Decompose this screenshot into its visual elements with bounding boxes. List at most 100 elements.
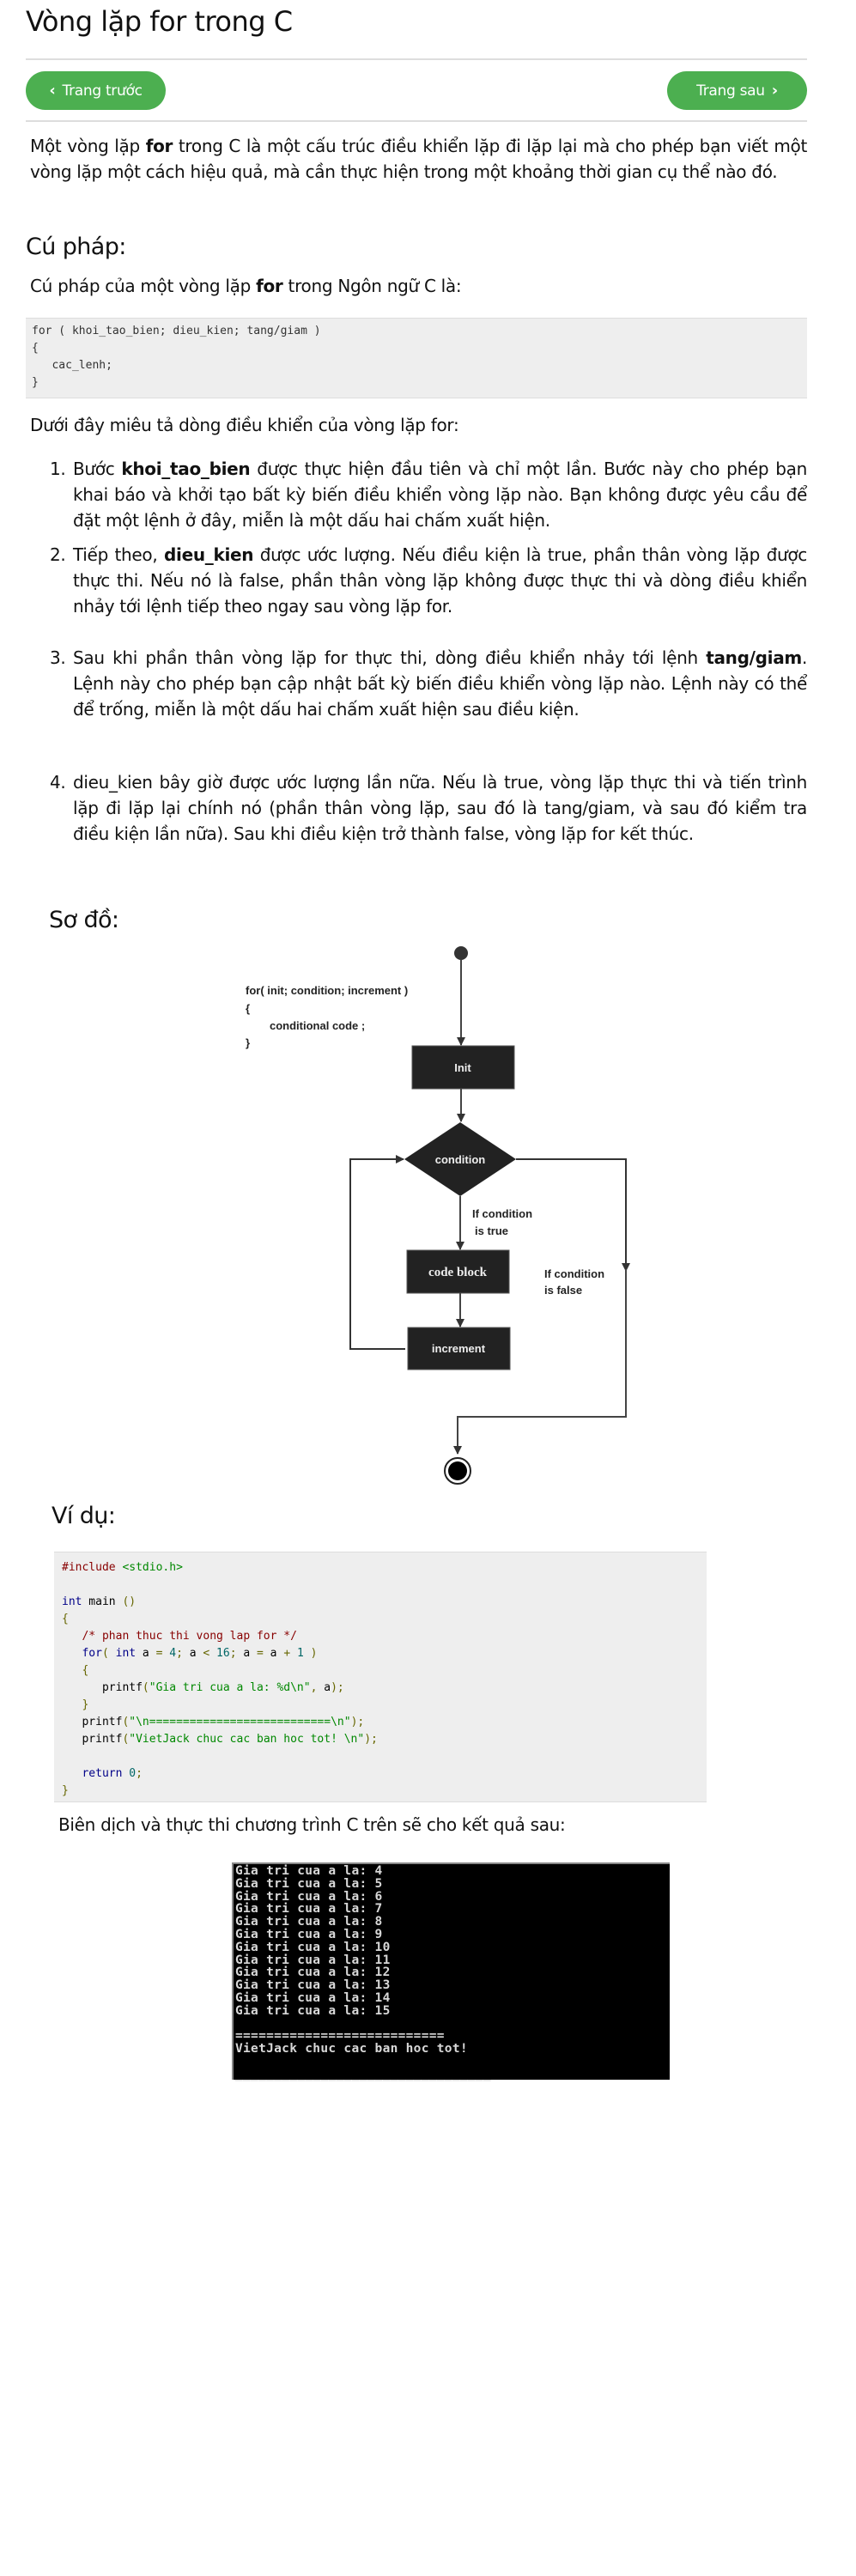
list-text: Sau khi phần thân vòng lặp for thực thi,… [73, 645, 807, 722]
syntax-desc-text-1: Cú pháp của một vòng lặp [30, 276, 257, 296]
true-label: If condition [472, 1207, 532, 1220]
condition-diamond [404, 1122, 516, 1196]
next-page-button[interactable]: Trang sau › [667, 71, 807, 110]
init-label: Init [454, 1061, 471, 1074]
code-token: ( [122, 1733, 130, 1746]
list-number: 1. [50, 459, 66, 479]
condition-label: condition [435, 1153, 486, 1166]
code-token: + [283, 1647, 297, 1660]
console-line: Gia tri cua a la: 13 [235, 1978, 391, 1993]
code-token: ( [101, 1647, 116, 1660]
console-line: Gia tri cua a la: 7 [235, 1902, 383, 1917]
code-line: return 0; [62, 1765, 699, 1783]
diagram-code-line: } [246, 1036, 250, 1049]
code-token: ); [350, 1716, 365, 1728]
console-line: Gia tri cua a la: 11 [235, 1953, 391, 1967]
example-code: #include <stdio.h> int main () { /* phan t… [62, 1559, 699, 1800]
code-token: ); [364, 1733, 378, 1746]
code-token: #include [62, 1561, 123, 1574]
code-token: int [62, 1595, 82, 1608]
console-line: Gia tri cua a la: 12 [235, 1965, 391, 1980]
code-line: } [32, 376, 39, 389]
list-text: Tiếp theo, dieu_kien được ước lượng. Nếu… [73, 542, 807, 619]
code-block-box [406, 1249, 510, 1294]
code-token: <stdio.h> [122, 1561, 183, 1574]
divider-nav [26, 120, 807, 122]
code-token: 1 [296, 1647, 304, 1660]
code-token: ; [229, 1647, 244, 1660]
code-token: /* phan thuc thi vong lap for */ [82, 1630, 297, 1643]
divider-top [26, 58, 807, 60]
arrow-loop-back [349, 1155, 405, 1350]
code-token: ; [176, 1647, 190, 1660]
code-token [62, 1767, 82, 1780]
increment-box [407, 1327, 511, 1370]
console-line: Gia tri cua a la: 5 [235, 1876, 383, 1891]
code-token: printf [62, 1716, 123, 1728]
chevron-right-icon: › [771, 82, 778, 100]
console-line: Gia tri cua a la: 6 [235, 1889, 383, 1904]
list-text-pre: Tiếp theo, [73, 544, 164, 565]
code-token: 16 [216, 1647, 230, 1660]
init-box [411, 1045, 515, 1090]
result-description: Biên dịch và thực thi chương trình C trê… [58, 1814, 566, 1835]
code-token: a [243, 1647, 258, 1660]
list-number: 4. [50, 772, 66, 793]
list-text-pre: Sau khi phần thân vòng lặp for thực thi,… [73, 647, 707, 668]
console-line: Gia tri cua a la: 9 [235, 1928, 383, 1941]
console-line: Gia tri cua a la: 15 [235, 2003, 391, 2018]
console-line: _________________________________ [235, 2067, 491, 2081]
intro-paragraph: Một vòng lặp for trong C là một cấu trúc… [30, 133, 807, 185]
list-number: 3. [50, 647, 66, 668]
code-token: ); [331, 1681, 344, 1694]
code-line [62, 1577, 699, 1594]
list-keyword: tang/giam [706, 647, 802, 668]
list-text-post: được thực hiện đầu tiên và chỉ một lần. … [73, 459, 807, 531]
code-line: } [62, 1783, 699, 1800]
syntax-code: for ( khoi_tao_bien; dieu_kien; tang/gia… [32, 323, 801, 392]
console-line: Gia tri cua a la: 14 [235, 1991, 391, 2005]
code-token: "Gia tri cua a la: %d\n" [149, 1681, 311, 1694]
console-line: =========================== [235, 2029, 445, 2044]
increment-label: increment [432, 1342, 486, 1355]
syntax-desc-text-2: trong Ngôn ngữ C là: [282, 276, 462, 296]
code-line [62, 1748, 699, 1765]
syntax-description: Cú pháp của một vòng lặp for trong Ngôn … [30, 273, 807, 299]
prev-page-button[interactable]: ‹ Trang trước [26, 71, 166, 110]
prev-page-label: Trang trước [62, 82, 143, 100]
code-token: ( [122, 1716, 130, 1728]
list-text-post: được ước lượng. Nếu điều kiện là true, p… [73, 544, 807, 617]
code-token: a [136, 1647, 156, 1660]
code-token: 4 [169, 1647, 177, 1660]
code-token: int [115, 1647, 137, 1660]
code-token: { [62, 1613, 69, 1625]
code-token: ) [303, 1647, 318, 1660]
false-label: is false [544, 1284, 582, 1297]
code-token: } [82, 1698, 89, 1711]
code-line: int main () [62, 1594, 699, 1611]
code-line: printf("VietJack chuc cac ban hoc tot! \… [62, 1731, 699, 1748]
end-node-inner-icon [448, 1461, 467, 1480]
arrow-false-branch [516, 1158, 630, 1272]
code-line: for ( khoi_tao_bien; dieu_kien; tang/gia… [32, 325, 321, 337]
code-token: "\n===========================\n" [129, 1716, 351, 1728]
diagram-code-line: for( init; condition; increment ) [246, 984, 408, 997]
list-text-post: dieu_kien bây giờ được ước lượng lần nữa… [73, 772, 807, 844]
code-token: 0 [129, 1767, 137, 1780]
intro-text-2: trong C là một cấu trúc điều khiển lặp đ… [30, 136, 807, 182]
code-line: { [62, 1611, 699, 1628]
code-token [62, 1698, 82, 1711]
next-page-label: Trang sau [696, 82, 765, 100]
list-text-pre: Bước [73, 459, 122, 479]
code-line: /* phan thuc thi vong lap for */ [62, 1628, 699, 1645]
code-token: a [324, 1681, 331, 1694]
code-token: for [82, 1647, 102, 1660]
example-code-block: #include <stdio.h> int main () { /* phan t… [54, 1552, 707, 1802]
list-number: 2. [50, 544, 66, 565]
code-token: = [257, 1647, 270, 1660]
code-line: } [62, 1697, 699, 1714]
list-keyword: khoi_tao_bien [121, 459, 251, 479]
code-line: printf("\n===========================\n"… [62, 1714, 699, 1731]
code-token: a [189, 1647, 203, 1660]
code-token: < [203, 1647, 217, 1660]
